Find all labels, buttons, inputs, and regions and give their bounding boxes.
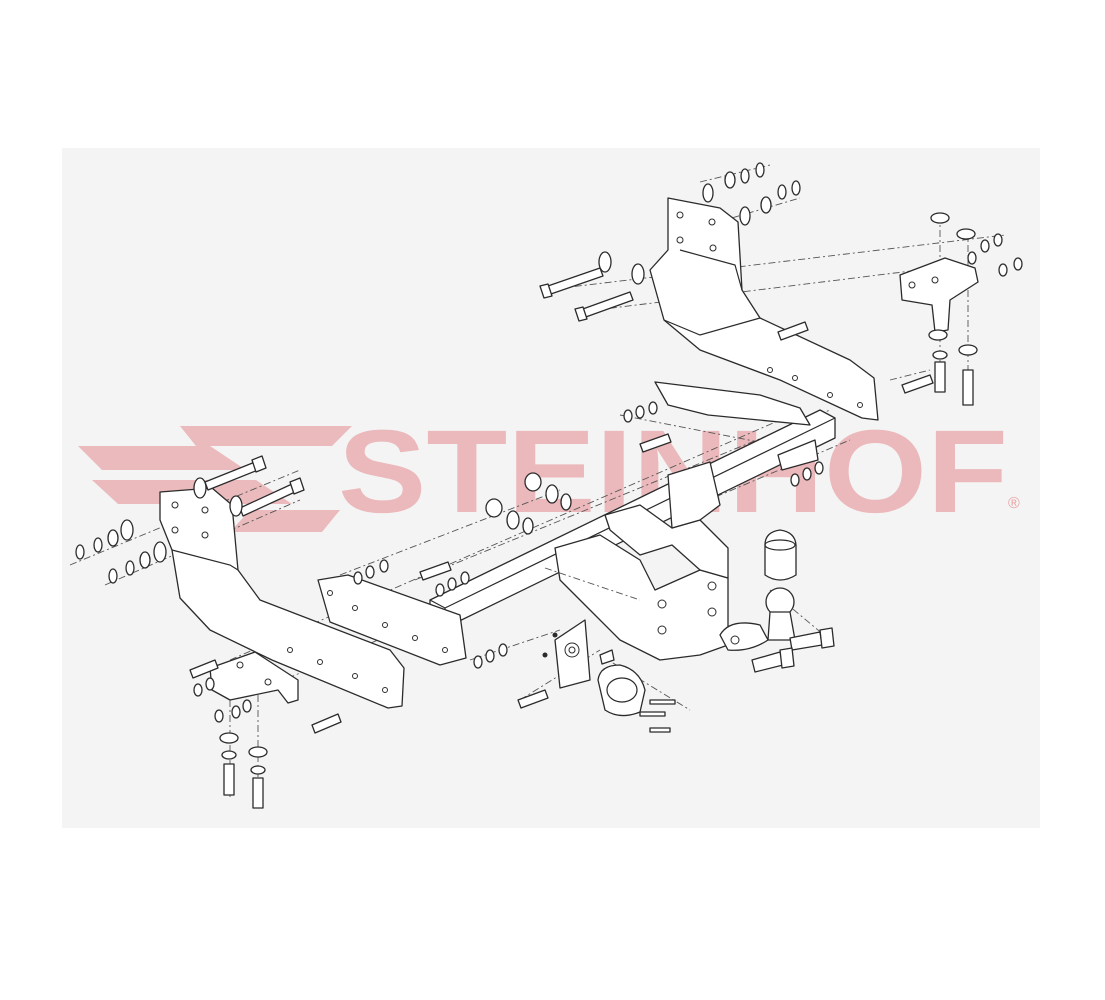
right-angle-bracket [899, 212, 1023, 406]
right-side-bracket [649, 197, 879, 421]
watermark-logo-mark [78, 426, 352, 532]
watermark-registered-mark: ® [1008, 495, 1020, 512]
tow-frame-body [544, 461, 729, 661]
left-angle-bracket [189, 651, 342, 809]
left-center-plate [317, 574, 467, 666]
center-fasteners [353, 321, 824, 669]
right-upper-fasteners [539, 162, 801, 322]
electrical-socket [517, 619, 676, 733]
left-side-bracket [159, 487, 405, 709]
tow-ball-assembly [719, 529, 835, 673]
left-upper-fasteners [75, 455, 305, 584]
